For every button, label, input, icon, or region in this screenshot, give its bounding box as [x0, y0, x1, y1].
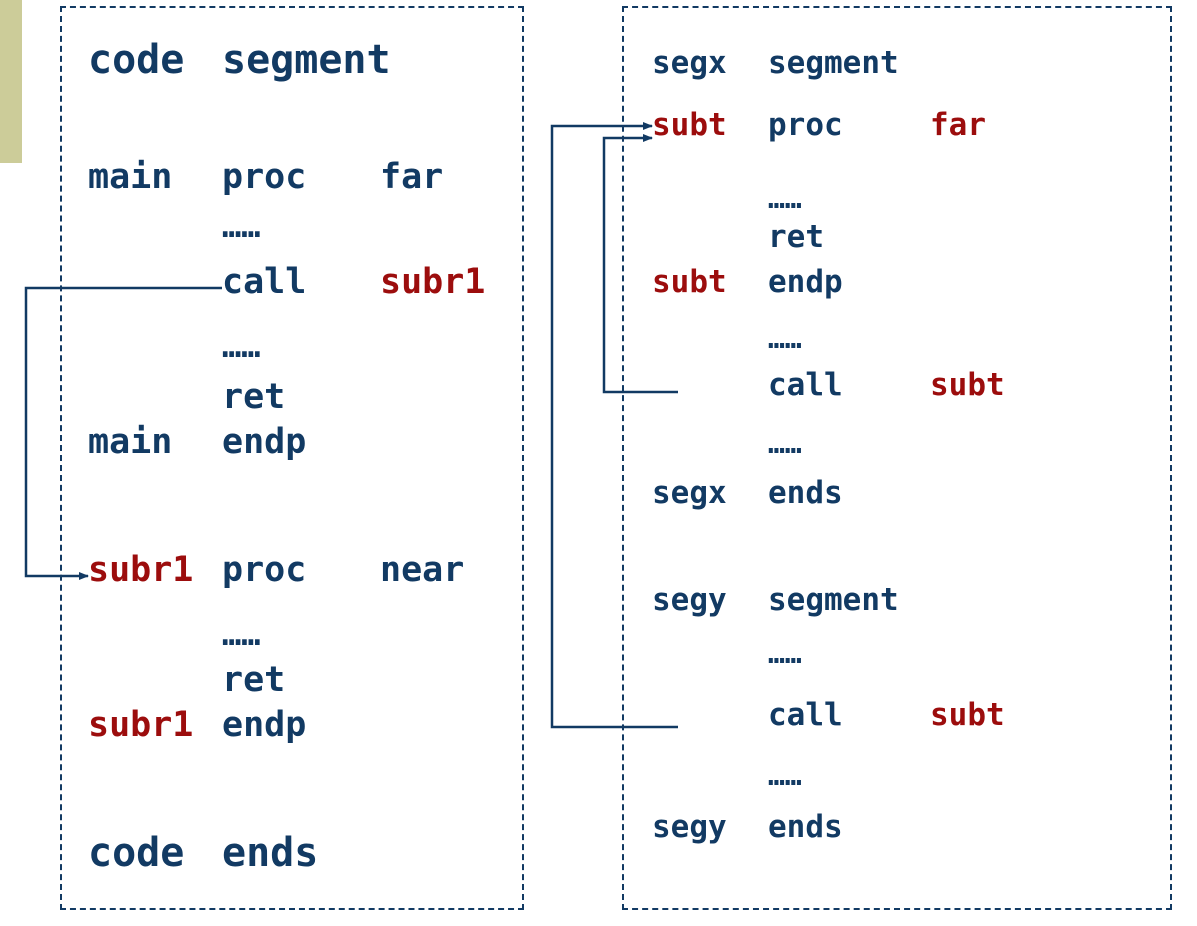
far-call-row: segy ends — [0, 812, 1197, 843]
near-call-op: endp — [222, 422, 307, 462]
far-call-label: segx — [652, 45, 727, 81]
far-call-row: …… — [0, 185, 1197, 213]
near-call-op: segment — [222, 37, 391, 83]
near-call-label: subr1 — [88, 550, 194, 590]
near-call-row: main proc far — [0, 160, 1197, 195]
accent-bar — [0, 0, 22, 163]
near-call-op: ends — [222, 830, 319, 876]
near-call-row: ret — [0, 380, 1197, 415]
far-call-row: segy segment — [0, 585, 1197, 616]
far-call-op: ret — [768, 219, 824, 255]
far-call-row: ret — [0, 222, 1197, 253]
far-call-row: subt proc far — [0, 110, 1197, 141]
near-call-arg: subr1 — [380, 262, 486, 302]
near-call-row: …… — [0, 618, 1197, 650]
far-call-label: segy — [652, 582, 727, 618]
far-call-label: subt — [652, 264, 727, 300]
near-call-op: ret — [222, 660, 286, 700]
near-call-op: call — [222, 262, 307, 302]
far-call-op: …… — [768, 322, 802, 355]
near-call-row: subr1 proc near — [0, 553, 1197, 588]
near-call-row: call subr1 — [0, 265, 1197, 300]
far-call-arg: subt — [930, 697, 1005, 733]
far-call-row: segx ends — [0, 478, 1197, 509]
far-call-label: segy — [652, 809, 727, 845]
far-call-op: segment — [768, 582, 899, 618]
far-call-op: …… — [768, 182, 802, 215]
far-call-row: …… — [0, 430, 1197, 458]
far-call-arg: subt — [930, 367, 1005, 403]
far-call-op: call — [768, 367, 843, 403]
far-call-op: call — [768, 697, 843, 733]
near-call-op: …… — [222, 207, 261, 245]
near-call-op: proc — [222, 157, 307, 197]
far-call-row: call subt — [0, 700, 1197, 731]
far-call-op: …… — [768, 759, 802, 792]
near-call-op: ret — [222, 377, 286, 417]
near-call-row: code ends — [0, 833, 1197, 873]
far-call-row: subt endp — [0, 267, 1197, 298]
far-call-op: proc — [768, 107, 843, 143]
far-call-row: segx segment — [0, 48, 1197, 79]
near-call-op: proc — [222, 550, 307, 590]
far-call-op: endp — [768, 264, 843, 300]
far-call-label: subt — [652, 107, 727, 143]
far-call-op: …… — [768, 427, 802, 460]
far-call-row: call subt — [0, 370, 1197, 401]
far-call-row: …… — [0, 762, 1197, 790]
far-call-arg: far — [930, 107, 986, 143]
far-call-op: segment — [768, 45, 899, 81]
far-call-row: …… — [0, 325, 1197, 353]
near-call-row: ret — [0, 663, 1197, 698]
near-call-row: subr1 endp — [0, 708, 1197, 743]
near-call-label: code — [88, 830, 185, 876]
near-call-arg: far — [380, 157, 444, 197]
near-call-label: code — [88, 37, 185, 83]
near-call-row: …… — [0, 210, 1197, 242]
far-call-row: …… — [0, 640, 1197, 668]
near-call-label: subr1 — [88, 705, 194, 745]
far-call-op: …… — [768, 637, 802, 670]
near-call-row: code segment — [0, 40, 1197, 80]
near-call-op: …… — [222, 327, 261, 365]
far-call-label: segx — [652, 475, 727, 511]
near-call-op: endp — [222, 705, 307, 745]
near-call-arg: near — [380, 550, 465, 590]
far-call-op: ends — [768, 809, 843, 845]
near-call-row: …… — [0, 330, 1197, 362]
far-call-op: ends — [768, 475, 843, 511]
near-call-label: main — [88, 157, 173, 197]
near-call-op: …… — [222, 615, 261, 653]
